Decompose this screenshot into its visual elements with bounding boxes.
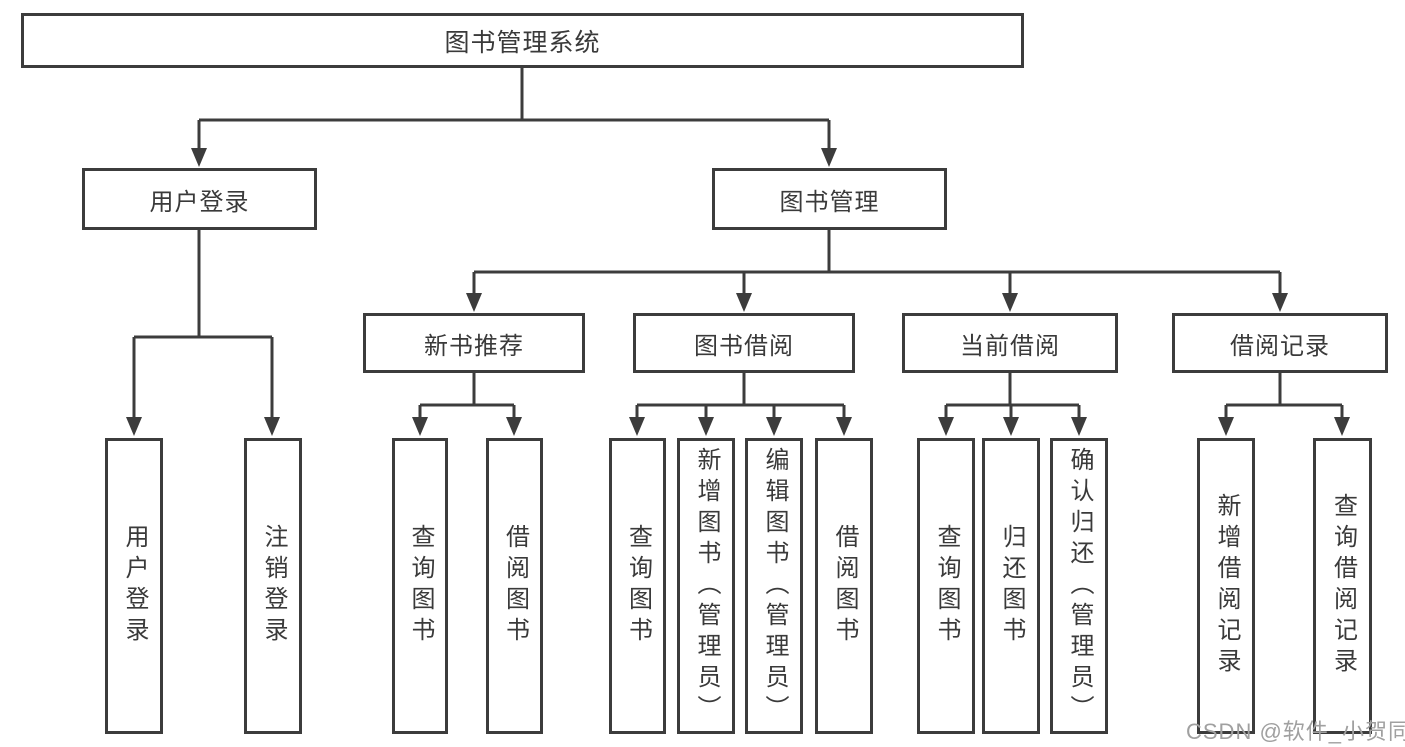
- leaf-label: 确认归还（管理员）: [1066, 446, 1093, 726]
- leaf-borrow-book: 借阅图书: [815, 438, 873, 734]
- node-current-borrow: 当前借阅: [902, 313, 1118, 373]
- leaf-query-book: 查询图书: [392, 438, 448, 734]
- leaf-label: 编辑图书（管理员）: [761, 446, 788, 726]
- node-label: 图书管理: [779, 188, 880, 216]
- node-user-login: 用户登录: [82, 168, 317, 230]
- node-label: 当前借阅: [960, 332, 1060, 360]
- leaf-label: 新增图书（管理员）: [693, 446, 720, 726]
- leaf-query-book: 查询图书: [609, 438, 666, 734]
- leaf-add-book-admin: 新增图书（管理员）: [677, 438, 735, 734]
- node-label: 图书借阅: [694, 332, 794, 360]
- leaf-label: 归还图书: [998, 524, 1025, 648]
- leaf-label: 借阅图书: [831, 524, 858, 648]
- leaf-edit-book-admin: 编辑图书（管理员）: [745, 438, 803, 734]
- leaf-query-borrow-record: 查询借阅记录: [1313, 438, 1372, 734]
- leaf-borrow-book: 借阅图书: [486, 438, 543, 734]
- leaf-label: 查询图书: [407, 524, 434, 648]
- node-book-management: 图书管理: [712, 168, 947, 230]
- leaf-return-book: 归还图书: [982, 438, 1040, 734]
- leaf-label: 借阅图书: [501, 524, 529, 648]
- node-label: 新书推荐: [424, 332, 524, 360]
- node-book-borrow: 图书借阅: [633, 313, 855, 373]
- node-borrow-record: 借阅记录: [1172, 313, 1388, 373]
- node-label: 用户登录: [149, 188, 250, 216]
- leaf-label: 查询借阅记录: [1329, 493, 1357, 679]
- leaf-query-book: 查询图书: [917, 438, 975, 734]
- connector-path: [132, 68, 1344, 421]
- node-label: 借阅记录: [1230, 332, 1330, 360]
- leaf-label: 查询图书: [933, 524, 960, 648]
- node-new-book-recommend: 新书推荐: [363, 313, 585, 373]
- leaf-add-borrow-record: 新增借阅记录: [1197, 438, 1255, 734]
- node-library-management-system: 图书管理系统: [21, 13, 1024, 68]
- leaf-confirm-return-admin: 确认归还（管理员）: [1050, 438, 1108, 734]
- leaf-label: 新增借阅记录: [1213, 493, 1240, 679]
- node-label: 图书管理系统: [444, 28, 601, 57]
- leaf-logout: 注销登录: [244, 438, 302, 734]
- csdn-watermark: CSDN @软件_小贺同学: [1186, 719, 1405, 744]
- leaf-label: 查询图书: [624, 524, 652, 648]
- leaf-user-login: 用户登录: [105, 438, 163, 734]
- leaf-label: 注销登录: [260, 524, 287, 648]
- leaf-label: 用户登录: [121, 524, 148, 648]
